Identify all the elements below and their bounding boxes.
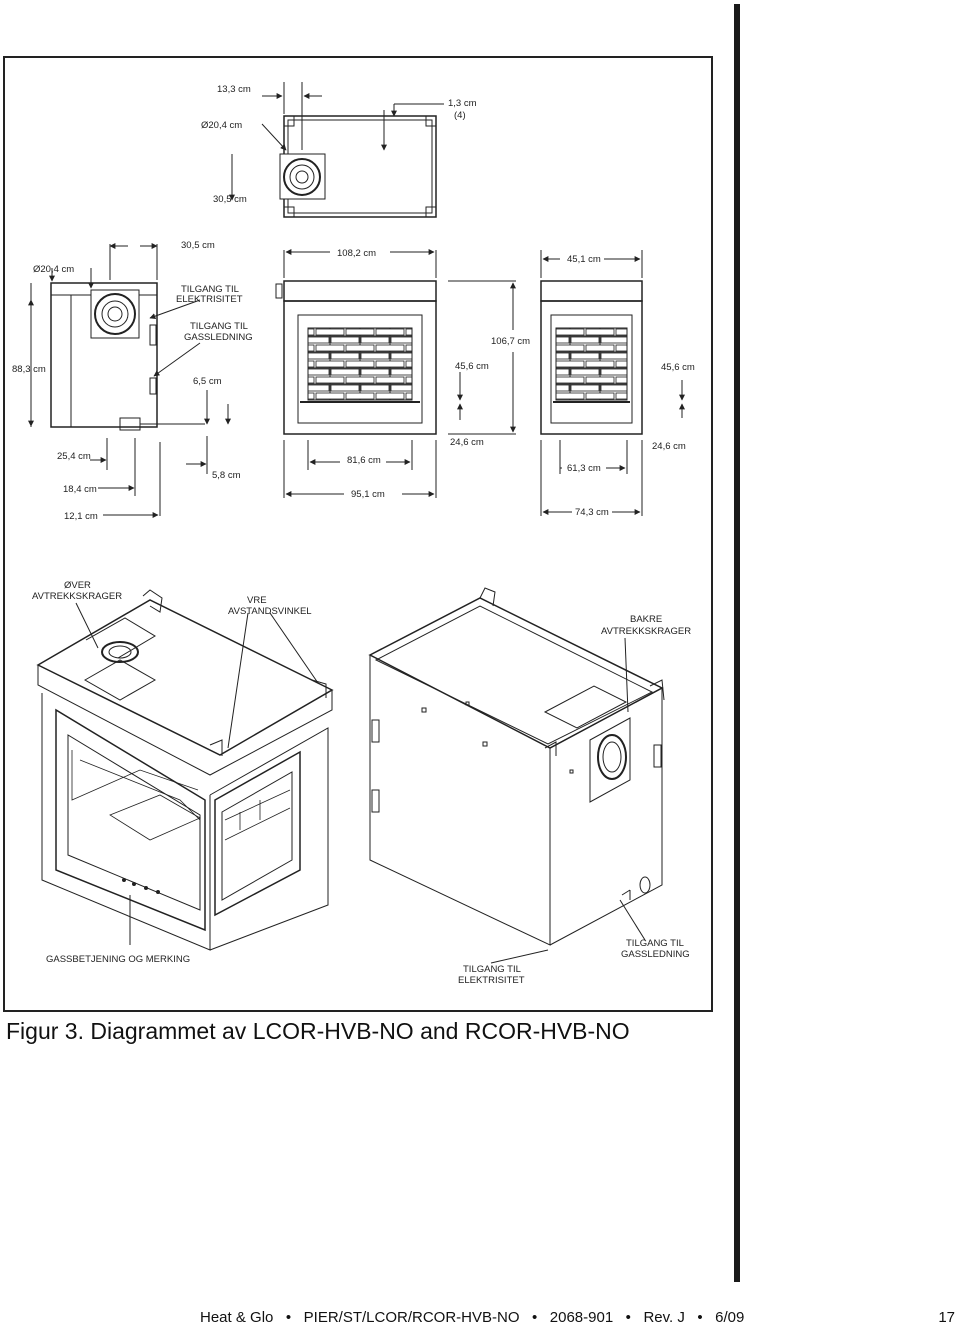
label-rear-collar-2: AVTREKKSKRAGER xyxy=(601,626,691,637)
label-elec-access-1: TILGANG TIL xyxy=(463,964,521,975)
dim-13-3: 13,3 cm xyxy=(217,84,251,95)
dim-88-3: 88,3 cm xyxy=(12,364,46,375)
dim-1-3-count: (4) xyxy=(454,110,466,121)
dim-45-6-end: 45,6 cm xyxy=(661,362,695,373)
iso-front-view: ØVER AVTREKKSKRAGER VRE AVSTANDSVINKEL G… xyxy=(32,580,334,965)
footer-sep-2: • xyxy=(523,1309,546,1326)
label-elec-side-2: ELEKTRISITET xyxy=(176,294,243,305)
footer-brand: Heat & Glo xyxy=(200,1309,274,1326)
label-top-collar-2: AVTREKKSKRAGER xyxy=(32,591,122,602)
dim-dia-20-4-side: Ø20,4 cm xyxy=(33,264,74,275)
label-gas-access-2: GASSLEDNING xyxy=(621,949,690,960)
figure-caption: Figur 3. Diagrammet av LCOR-HVB-NO and R… xyxy=(6,1018,630,1044)
dim-24-6-front: 24,6 cm xyxy=(450,437,484,448)
footer-date: 6/09 xyxy=(715,1309,745,1326)
figure-frame xyxy=(3,56,713,1012)
dim-108-2: 108,2 cm xyxy=(337,248,376,259)
dim-45-6-front: 45,6 cm xyxy=(455,361,489,372)
dim-74-3: 74,3 cm xyxy=(575,507,609,518)
label-elec-side-1: TILGANG TIL xyxy=(181,284,239,295)
dim-dia-20-4-top: Ø20,4 cm xyxy=(201,120,242,131)
dim-24-6-end: 24,6 cm xyxy=(652,441,686,452)
footer-sep-3: • xyxy=(617,1309,640,1326)
label-gas-side-2: GASSLEDNING xyxy=(184,332,253,343)
footer-doc: PIER/ST/LCOR/RCOR-HVB-NO xyxy=(303,1309,520,1326)
fireplace-dimension-diagram: 13,3 cm Ø20,4 cm 1,3 cm (4) 30,5 cm xyxy=(12,82,695,986)
label-top-collar-1: ØVER xyxy=(64,580,91,591)
sidebar-bar xyxy=(734,4,740,1282)
label-gas-side-1: TILGANG TIL xyxy=(190,321,248,332)
dim-6-5: 6,5 cm xyxy=(193,376,222,387)
side-view: Ø20,4 cm 30,5 cm TILGANG TIL ELEKTRISITE… xyxy=(12,240,253,522)
dim-12-1: 12,1 cm xyxy=(64,511,98,522)
front-view: 108,2 cm 106,7 cm 45,6 cm 24,6 cm 81,6 c… xyxy=(275,248,530,500)
label-standoff-2: AVSTANDSVINKEL xyxy=(228,606,312,617)
dim-30-5-top: 30,5 cm xyxy=(213,194,247,205)
label-gas-control: GASSBETJENING OG MERKING xyxy=(46,954,190,965)
dim-30-5-side: 30,5 cm xyxy=(181,240,215,251)
footer-part: 2068-901 xyxy=(549,1309,614,1326)
label-elec-access-2: ELEKTRISITET xyxy=(458,975,525,986)
label-rear-collar-1: BAKRE xyxy=(630,614,662,625)
dim-1-3: 1,3 cm xyxy=(448,98,477,109)
end-view: 45,1 cm 45,6 cm 24,6 cm 61,3 cm 74,3 cm xyxy=(540,250,695,518)
dim-61-3: 61,3 cm xyxy=(567,463,601,474)
dim-45-1: 45,1 cm xyxy=(567,254,601,265)
page-footer: Heat & Glo • PIER/ST/LCOR/RCOR-HVB-NO • … xyxy=(200,1309,955,1326)
dim-81-6: 81,6 cm xyxy=(347,455,381,466)
top-view: 13,3 cm Ø20,4 cm 1,3 cm (4) 30,5 cm xyxy=(201,82,477,218)
dim-5-8: 5,8 cm xyxy=(212,470,241,481)
page-number: 17 xyxy=(938,1309,955,1326)
iso-rear-view: BAKRE AVTREKKSKRAGER TILGANG TIL GASSLED… xyxy=(368,587,691,986)
dim-106-7: 106,7 cm xyxy=(491,336,530,347)
dim-25-4: 25,4 cm xyxy=(57,451,91,462)
footer-rev: Rev. J xyxy=(643,1309,685,1326)
label-gas-access-1: TILGANG TIL xyxy=(626,938,684,949)
footer-sep-1: • xyxy=(277,1309,300,1326)
dim-18-4: 18,4 cm xyxy=(63,484,97,495)
label-standoff-1: VRE xyxy=(247,595,267,606)
dim-95-1: 95,1 cm xyxy=(351,489,385,500)
footer-sep-4: • xyxy=(689,1309,711,1326)
